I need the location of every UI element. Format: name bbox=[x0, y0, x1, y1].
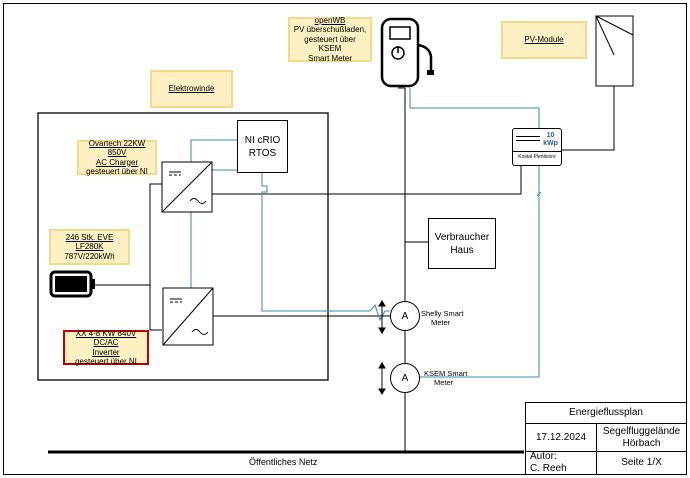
verbraucher-line: Haus bbox=[450, 244, 474, 256]
verbraucher-line: Verbraucher bbox=[434, 231, 490, 243]
kostal-name: Kostal Plenticore bbox=[518, 154, 556, 160]
ni-crio-box: NI cRIO RTOS bbox=[237, 120, 288, 173]
title-block-author-name: C. Reeh bbox=[530, 463, 567, 474]
shelly-meter: A bbox=[390, 301, 420, 331]
title-block-author-label: Autor: bbox=[530, 451, 557, 462]
inverter-converter bbox=[162, 287, 214, 346]
title-block-title: Energieflussplan bbox=[525, 402, 687, 424]
openwb-note: openWB PV überschußladen, gesteuert über… bbox=[288, 15, 372, 63]
pv-to-kostal bbox=[561, 86, 615, 151]
crio-to-charger bbox=[190, 139, 237, 162]
shelly-meter-label-line: Meter bbox=[431, 318, 451, 327]
openwb-note-title: openWB bbox=[314, 15, 346, 25]
charger-dc-bus bbox=[149, 183, 162, 331]
pv-module-note: PV-Module bbox=[501, 21, 587, 59]
charger-note: Ovartech 22KW 850V AC Charger gesteuert … bbox=[77, 138, 157, 176]
wallbox-icon bbox=[380, 17, 434, 88]
kostal-kwp-unit: kWp bbox=[543, 140, 558, 147]
kostal-inverter-box: 10 kWp Kostal Plenticore bbox=[512, 128, 562, 166]
ksem-meter-symbol: A bbox=[401, 372, 409, 384]
title-block-location-line: Segelfluggelände bbox=[602, 425, 681, 437]
elektrowinde-enclosure bbox=[37, 112, 329, 381]
charger-note-title: AC Charger bbox=[95, 157, 139, 167]
kostal-kwp-value: 10 bbox=[546, 132, 555, 139]
title-block-location-line: Hörbach bbox=[622, 437, 661, 449]
ksem-meter: A bbox=[390, 363, 420, 393]
verbraucher-haus-box: Verbraucher Haus bbox=[428, 218, 496, 269]
charger-converter bbox=[161, 161, 213, 213]
inverter-note: XX 4-8 KW 840V DC/AC Inverter gesteuert … bbox=[63, 328, 149, 366]
title-block-date: 17.12.2024 bbox=[525, 423, 597, 452]
pv-module-note-title: PV-Module bbox=[524, 35, 564, 45]
openwb-note-line: Smart Meter bbox=[307, 53, 352, 63]
title-block-location: Segelfluggelände Hörbach bbox=[596, 423, 687, 452]
crio-to-shelly bbox=[261, 173, 390, 322]
openwb-note-line: PV überschußladen, bbox=[293, 25, 367, 35]
battery-note: 246 Stk. EVE LF280K 787V/220kWh bbox=[49, 229, 130, 265]
charger-note-title: Ovartech 22KW 850V bbox=[88, 138, 146, 158]
shelly-meter-symbol: A bbox=[401, 310, 409, 322]
power-wiring bbox=[95, 87, 522, 331]
openwb-note-line: gesteuert über KSEM bbox=[304, 34, 356, 54]
ksem-arrow bbox=[378, 362, 386, 395]
inverter-note-sub: gesteuert über NI bbox=[75, 357, 137, 366]
shelly-meter-label-line: Shelly Smart bbox=[421, 309, 464, 318]
drawing-frame bbox=[3, 3, 687, 475]
elektrowinde-note-title: Elektrowinde bbox=[168, 84, 215, 94]
shelly-arrow bbox=[378, 300, 386, 334]
wallbox-to-kostal bbox=[409, 88, 540, 128]
inverter-note-title: XX 4-8 KW 840V DC/AC bbox=[75, 328, 137, 348]
ni-crio-line: NI cRIO bbox=[244, 134, 281, 146]
title-block-author: Autor: C. Reeh bbox=[525, 451, 597, 475]
battery-note-title: 246 Stk. EVE LF280K bbox=[65, 232, 114, 252]
ksem-meter-label-line: Meter bbox=[434, 378, 454, 387]
kostal-to-ksem bbox=[420, 166, 540, 378]
charger-ac-line bbox=[212, 165, 522, 195]
elektrowinde-note: Elektrowinde bbox=[150, 70, 233, 108]
battery-icon bbox=[49, 270, 95, 298]
ksem-meter-label: KSEM Smart Meter bbox=[424, 369, 467, 387]
battery-note-sub: 787V/220kWh bbox=[64, 251, 115, 261]
public-grid-label: Öffentliches Netz bbox=[249, 457, 318, 467]
charger-note-sub: gesteuert über NI bbox=[86, 167, 148, 176]
shelly-meter-label: Shelly Smart Meter bbox=[421, 309, 464, 327]
title-block-page: Seite 1/X bbox=[596, 451, 687, 475]
ni-crio-line: RTOS bbox=[248, 147, 277, 159]
ksem-meter-label-line: KSEM Smart bbox=[424, 369, 468, 378]
inverter-note-title: Inverter bbox=[92, 347, 120, 357]
pv-module-icon bbox=[595, 15, 634, 87]
